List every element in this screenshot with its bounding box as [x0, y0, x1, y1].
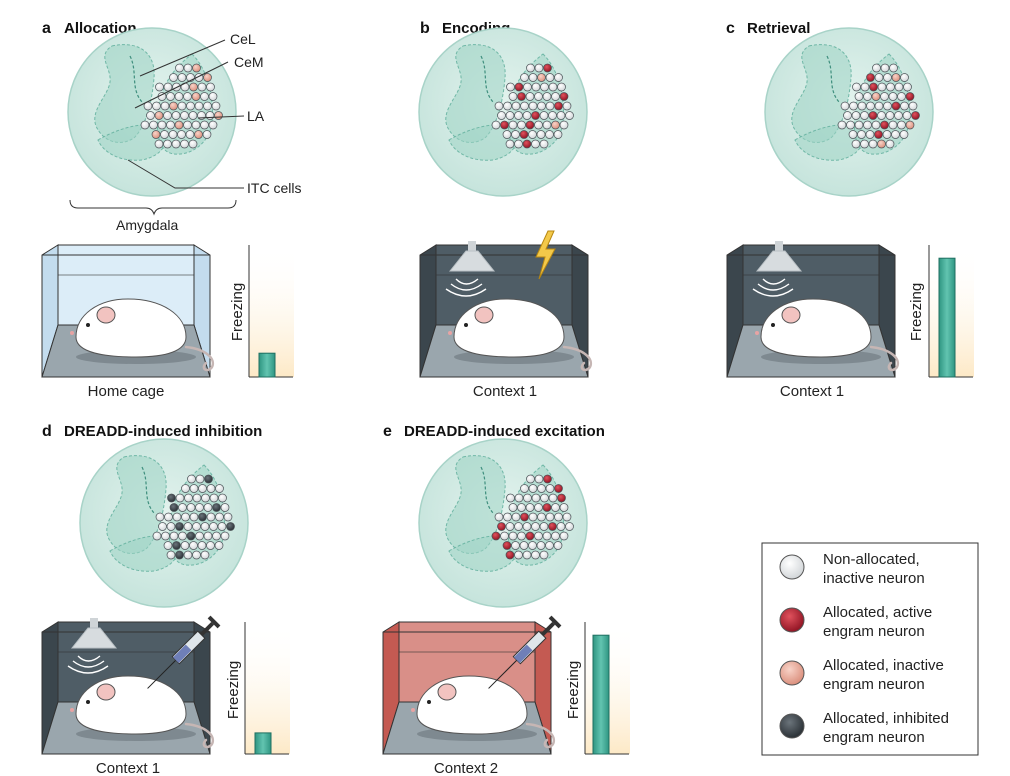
syringe-icon [488, 615, 562, 689]
panel-c-letter: c [726, 20, 735, 37]
mouse [70, 675, 215, 749]
freezing-plot-a: Freezing [229, 245, 294, 378]
legend-label-4a: Allocated, inhibited [823, 710, 949, 727]
freezing-bar-d [254, 732, 272, 755]
panel-b-letter: b [420, 20, 430, 37]
amygdala-label: Amygdala [116, 217, 178, 233]
freezing-plot-c: Freezing [908, 245, 974, 378]
freezing-label-c: Freezing [908, 283, 925, 341]
freezing-bar-e [592, 634, 610, 755]
amygdala-a [67, 27, 237, 197]
panel-e-title: DREADD-induced excitation [404, 423, 605, 440]
freezing-bar-c [938, 257, 956, 378]
shock-bolt-icon [535, 230, 556, 280]
cel-label: CeL [230, 31, 256, 47]
freezing-plot-e: Freezing [565, 622, 630, 755]
amygdala-e [418, 438, 588, 608]
freezing-label-e: Freezing [565, 661, 582, 719]
amygdala-c [764, 27, 934, 197]
cage-a [41, 244, 215, 378]
panel-d-title: DREADD-induced inhibition [64, 423, 262, 440]
legend-swatch-inactive-engram [779, 660, 805, 686]
panel-a-annotations [69, 39, 245, 216]
amygdala-b [418, 27, 588, 197]
legend-label-1b: inactive neuron [823, 570, 925, 587]
legend-label-2a: Allocated, active [823, 604, 932, 621]
la-label: LA [247, 108, 265, 124]
freezing-bar-a [258, 352, 276, 378]
panel-e-letter: e [383, 423, 392, 440]
legend-label-4b: engram neuron [823, 729, 925, 746]
cage-b [419, 230, 593, 378]
panel-c-title: Retrieval [747, 20, 810, 37]
light-lamp-icon [67, 618, 118, 674]
cem-label: CeM [234, 54, 264, 70]
panel-e-context-label: Context 2 [434, 760, 498, 776]
itc-label: ITC cells [247, 180, 301, 196]
cage-e [382, 615, 562, 755]
panel-c-context-label: Context 1 [780, 383, 844, 400]
mouse [755, 298, 900, 372]
mouse [448, 298, 593, 372]
legend-swatch-non-allocated [779, 554, 805, 580]
legend-label-3a: Allocated, inactive [823, 657, 944, 674]
panel-d-letter: d [42, 423, 52, 440]
cage-d [41, 615, 221, 755]
freezing-plot-d: Freezing [225, 622, 290, 755]
freezing-label-d: Freezing [225, 661, 242, 719]
light-lamp-icon [752, 241, 803, 297]
mouse [411, 675, 556, 749]
amygdala-d [79, 438, 249, 608]
light-lamp-icon [445, 241, 496, 297]
panel-b-context-label: Context 1 [473, 383, 537, 400]
cage-c [726, 241, 900, 378]
panel-a-context-label: Home cage [88, 383, 165, 400]
legend-label-2b: engram neuron [823, 623, 925, 640]
mouse [70, 298, 215, 372]
panel-a-letter: a [42, 20, 51, 37]
legend: Non-allocated, inactive neuron Allocated… [761, 542, 979, 756]
cages [41, 230, 900, 755]
panel-d-context-label: Context 1 [96, 760, 160, 776]
freezing-label-a: Freezing [229, 283, 246, 341]
legend-swatch-inhibited [779, 713, 805, 739]
legend-swatch-active [779, 607, 805, 633]
legend-label-1a: Non-allocated, [823, 551, 920, 568]
syringe-icon [147, 615, 221, 689]
amygdala-bubbles [67, 27, 934, 608]
legend-label-3b: engram neuron [823, 676, 925, 693]
panel-a-title: Allocation [64, 20, 137, 37]
